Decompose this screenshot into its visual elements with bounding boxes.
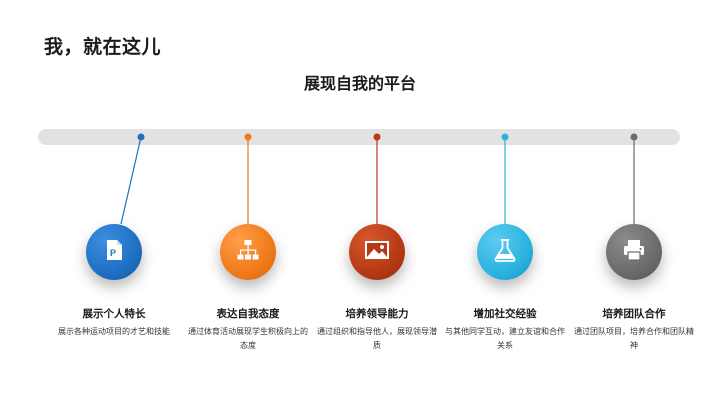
connector-4: [501, 133, 509, 224]
item-description: 展示各种运动项目的才艺和技能: [58, 327, 170, 336]
item-icon-circle: [606, 224, 662, 280]
hierarchy-icon: [235, 237, 261, 267]
item-title: 培养团队合作: [602, 308, 666, 320]
svg-text:P: P: [110, 248, 116, 258]
connector-5: [630, 133, 638, 224]
connector-2: [244, 133, 252, 224]
slide-title: 我，就在这儿: [44, 36, 162, 58]
connector-3: [373, 133, 381, 224]
item-title: 展示个人特长: [82, 308, 146, 320]
connector-1: [120, 133, 145, 225]
item-title: 表达自我态度: [216, 308, 280, 320]
item-icon-circle: [349, 224, 405, 280]
item-title: 增加社交经验: [473, 308, 537, 320]
slide-subtitle: 展现自我的平台: [303, 74, 416, 93]
image-icon: [363, 238, 391, 266]
timeline-bar: [38, 129, 680, 145]
document-icon: P: [101, 237, 127, 267]
item-description: 通过团队项目，培养合作和团队精神: [574, 327, 694, 350]
item-icon-circle: P: [86, 224, 142, 280]
flask-icon: [492, 237, 518, 267]
item-description: 与其他同学互动，建立友谊和合作关系: [445, 327, 565, 350]
item-title: 培养领导能力: [345, 308, 409, 320]
item-icon-circle: [220, 224, 276, 280]
printer-icon: [621, 237, 647, 267]
item-description: 通过组织和指导他人，展现领导潜质: [317, 327, 437, 350]
item-description: 通过体育活动展现学生积极向上的态度: [188, 327, 308, 350]
item-icon-circle: [477, 224, 533, 280]
